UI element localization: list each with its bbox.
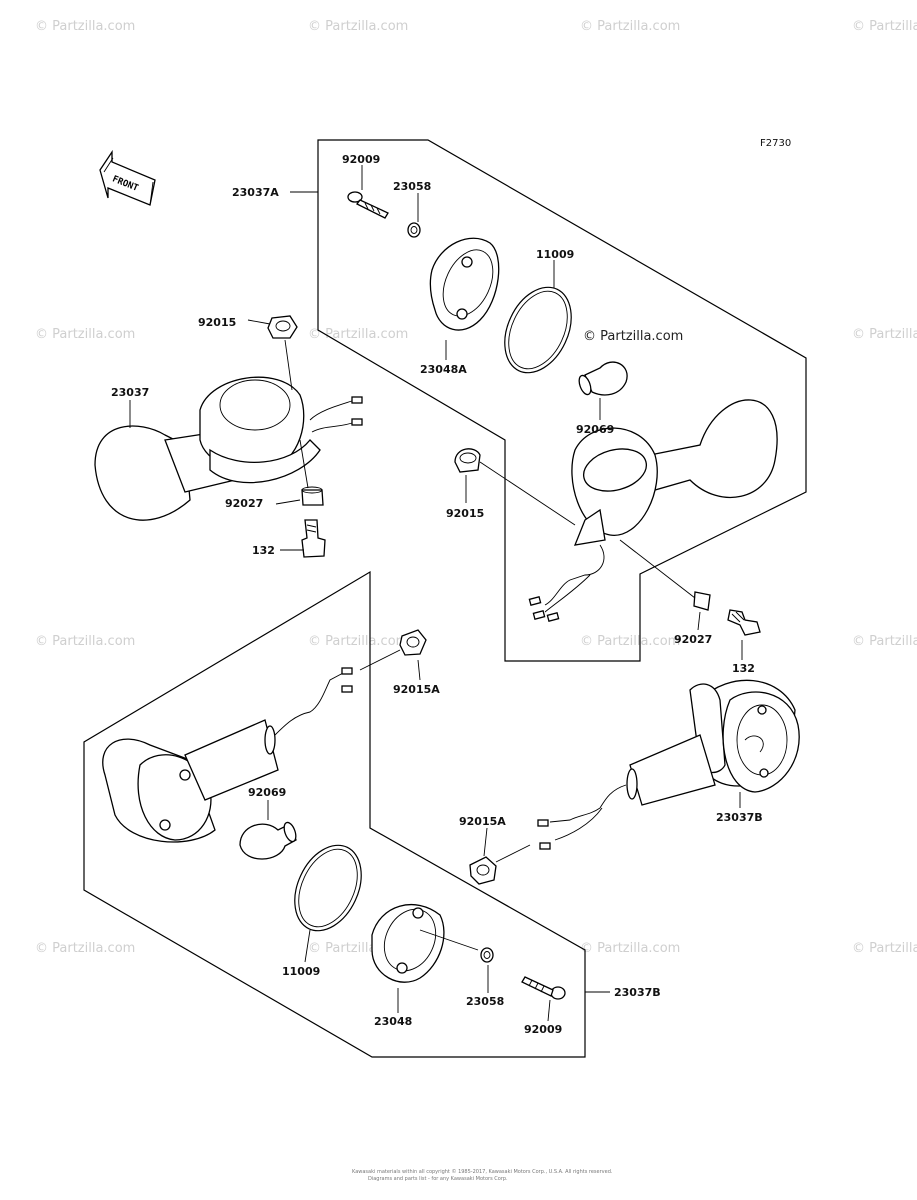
nut-92015A-bottom [469, 844, 531, 885]
watermark: © Partzilla.com [308, 634, 408, 649]
label-132: 132 [252, 544, 275, 557]
front-arrow-icon: FRONT [99, 149, 156, 206]
screw-92009-top [347, 191, 389, 219]
part-labels: 92009 23058 23037A 11009 92015 23048A 23… [111, 153, 763, 1036]
group-border-23037B [83, 570, 586, 1058]
bolt-132-right [727, 609, 761, 636]
nut-92015-mid [454, 448, 576, 526]
watermark: © Partzilla.com [852, 634, 917, 649]
watermark: © Partzilla.com [580, 19, 680, 34]
label-23048A: 23048A [420, 363, 467, 376]
lens-housing-23048A [429, 237, 500, 331]
label-23058: 23058 [466, 995, 504, 1008]
label-92009: 92009 [342, 153, 380, 166]
watermark: © Partzilla.com [852, 19, 917, 34]
footer-line2: Diagrams and parts list - for any Kawasa… [368, 1176, 508, 1182]
collar-92027-left [299, 439, 324, 506]
o-ring-11009-top [504, 286, 572, 374]
watermark: © Partzilla.com [852, 941, 917, 956]
nut-92015A-top [359, 629, 427, 671]
leader-lines [129, 165, 743, 1022]
bolt-132-left [301, 519, 326, 558]
label-11009: 11009 [282, 965, 320, 978]
label-11009: 11009 [536, 248, 574, 261]
screw-92009-bottom [521, 976, 566, 1000]
watermark: © Partzilla.com [35, 634, 135, 649]
nut-23058-top [407, 222, 421, 238]
label-92015: 92015 [446, 507, 484, 520]
lens-23048-bottom [371, 904, 479, 983]
bulb-92069-top [578, 361, 628, 396]
label-23037B: 23037B [716, 811, 763, 824]
label-92015A: 92015A [459, 815, 506, 828]
diagram-code: F2730 [760, 138, 791, 149]
nut-23058-bottom [480, 947, 494, 963]
watermark: © Partzilla.com [308, 19, 408, 34]
watermark: © Partzilla.com [580, 941, 680, 956]
label-23037: 23037 [111, 386, 149, 399]
watermark: © Partzilla.com [35, 941, 135, 956]
footer-line1: Kawasaki materials within all copyright … [352, 1168, 613, 1175]
bulb-92069-bottom [239, 821, 297, 860]
watermarks: © Partzilla.com © Partzilla.com © Partzi… [35, 19, 917, 956]
label-92027: 92027 [225, 497, 263, 510]
label-92027: 92027 [674, 633, 712, 646]
label-92015A: 92015A [393, 683, 440, 696]
watermark: © Partzilla.com [35, 327, 135, 342]
label-92069: 92069 [248, 786, 286, 799]
group-border-23037A [317, 139, 807, 662]
turn-signal-23037A [528, 399, 778, 622]
o-ring-11009-bottom [294, 844, 362, 932]
label-132: 132 [732, 662, 755, 675]
label-23048: 23048 [374, 1015, 412, 1028]
footer: Kawasaki materials within all copyright … [352, 1168, 613, 1182]
nut-92015-left [267, 315, 298, 391]
watermark: © Partzilla.com [580, 634, 680, 649]
label-23037A: 23037A [232, 186, 279, 199]
label-23058: 23058 [393, 180, 431, 193]
label-23037B: 23037B [614, 986, 661, 999]
label-92069: 92069 [576, 423, 614, 436]
watermark: © Partzilla.com [35, 19, 135, 34]
label-92015: 92015 [198, 316, 236, 329]
turn-signal-23037 [94, 376, 363, 521]
turn-signal-23037B-right [537, 679, 800, 850]
watermark: © Partzilla.com [852, 327, 917, 342]
watermark: © Partzilla.com [308, 327, 408, 342]
turn-signal-23037B-left [102, 667, 353, 843]
collar-92027-right [619, 539, 711, 611]
watermark-center: © Partzilla.com [583, 329, 683, 344]
label-92009: 92009 [524, 1023, 562, 1036]
